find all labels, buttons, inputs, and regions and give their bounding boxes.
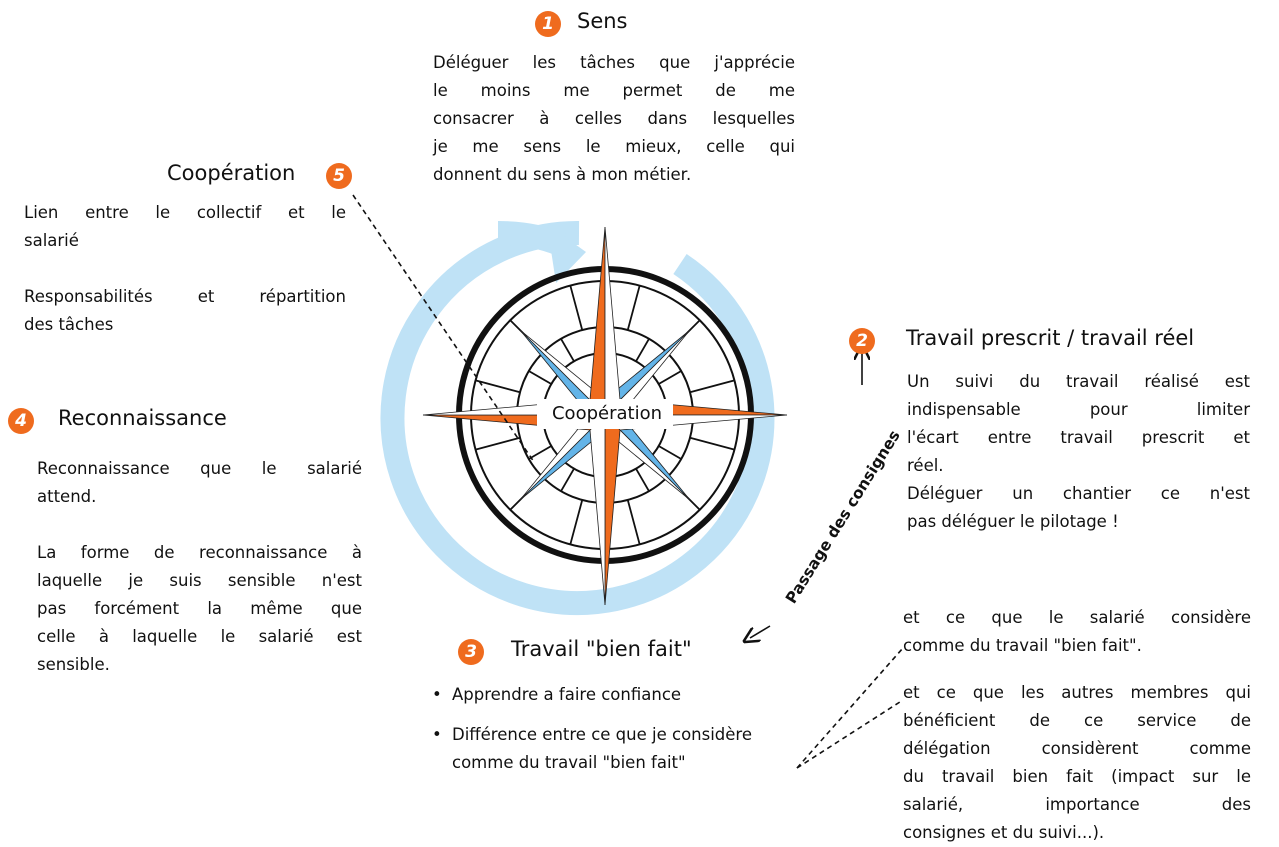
heading-sens: Sens [577, 9, 628, 33]
text-line: délégation considèrent comme [903, 739, 1251, 758]
text-sens: Déléguer les tâches que j'apprécie le mo… [433, 49, 795, 189]
note-salarie: et ce que le salarié considère comme du … [903, 604, 1251, 660]
text-line: sensible. [37, 655, 110, 674]
note-autres: et ce que les autres membres qui bénéfic… [903, 679, 1251, 847]
text-line: consignes et du suivi...). [903, 823, 1105, 842]
text-line: l'écart entre travail prescrit et [907, 428, 1250, 447]
text-line: Un suivi du travail réalisé est [907, 372, 1250, 391]
text-line: pas déléguer le pilotage ! [907, 512, 1119, 531]
number-badge-5: 5 [326, 163, 352, 189]
text-line: laquelle je suis sensible n'est [37, 571, 362, 590]
list-item: Différence entre ce que je considère com… [430, 721, 752, 777]
note-connector-autres [796, 699, 904, 769]
text-line: celle à laquelle le salarié est [37, 627, 362, 646]
text-line: des tâches [24, 315, 114, 334]
text-line: consacrer à celles dans lesquelles [433, 109, 795, 128]
text-line: Lien entre le collectif et le [24, 203, 346, 222]
heading-travail-prescrit: Travail prescrit / travail réel [906, 326, 1195, 350]
cycle-arrowhead [547, 224, 586, 283]
number-badge-3: 3 [458, 639, 484, 665]
heading-reconnaissance: Reconnaissance [58, 406, 227, 430]
text-line: le moins me permet de me [433, 81, 795, 100]
text-line: réel. [907, 456, 944, 475]
heading-travail-bien-fait: Travail "bien fait" [511, 637, 692, 661]
text-line: et ce que les autres membres qui [903, 683, 1251, 702]
heading-cooperation: Coopération [167, 161, 296, 185]
text-line: Déléguer les tâches que j'apprécie [433, 53, 795, 72]
list-travail-bien-fait: Apprendre a faire confiance Différence e… [430, 681, 764, 777]
text-line: indispensable pour limiter [907, 400, 1250, 419]
text-cooperation: Lien entre le collectif et le salarié Re… [24, 199, 346, 339]
text-line: bénéficient de ce service de [903, 711, 1251, 730]
text-line: Déléguer un chantier ce n'est [907, 484, 1250, 503]
text-line: salarié [24, 231, 79, 250]
compass-label: Coopération [551, 403, 662, 424]
text-line: du travail bien fait (impact sur le [903, 767, 1251, 786]
text-travail-prescrit: Un suivi du travail réalisé est indispen… [907, 368, 1250, 536]
text-line: comme du travail "bien fait". [903, 636, 1142, 655]
text-reconnaissance: Reconnaissance que le salarié attend. La… [37, 455, 362, 679]
text-line: attend. [37, 487, 97, 506]
number-badge-4: 4 [8, 408, 34, 434]
text-line: salarié, importance des [903, 795, 1251, 814]
text-line: et ce que le salarié considère [903, 608, 1251, 627]
text-line: pas forcément la même que [37, 599, 362, 618]
number-badge-2: 2 [849, 328, 875, 354]
number-badge-1: 1 [535, 11, 561, 37]
compass [422, 226, 788, 606]
passage-arrow [750, 625, 771, 638]
list-item: Apprendre a faire confiance [430, 681, 764, 709]
note-connector-salarie [796, 647, 904, 769]
text-line: Reconnaissance que le salarié [37, 459, 362, 478]
text-line: donnent du sens à mon métier. [433, 165, 692, 184]
text-line: je me sens le mieux, celle qui [433, 137, 795, 156]
text-line: La forme de reconnaissance à [37, 543, 362, 562]
cycle-arc [380, 220, 775, 615]
text-line: Responsabilités et répartition [24, 287, 346, 306]
